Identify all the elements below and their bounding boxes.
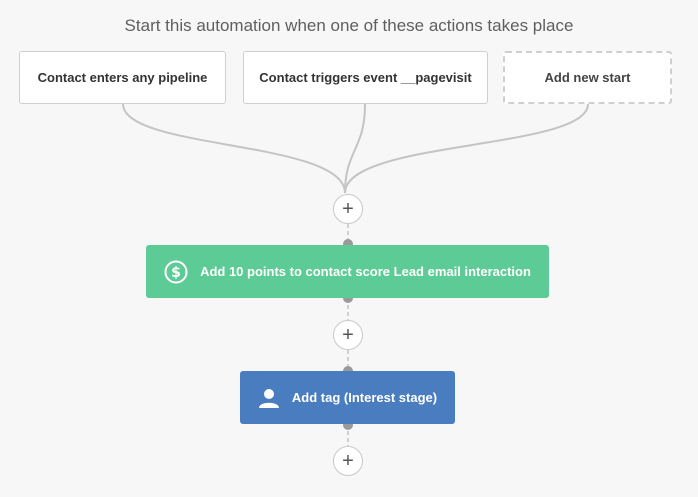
connector-curve-left xyxy=(122,103,346,194)
plus-icon: + xyxy=(342,323,354,346)
add-new-start-button[interactable]: Add new start xyxy=(503,51,672,104)
add-step-button[interactable]: + xyxy=(333,320,363,350)
add-step-button[interactable]: + xyxy=(333,194,363,224)
start-trigger-pipeline[interactable]: Contact enters any pipeline xyxy=(19,51,226,104)
add-step-button[interactable]: + xyxy=(333,446,363,476)
svg-text:$: $ xyxy=(171,265,181,281)
start-trigger-event[interactable]: Contact triggers event __pagevisit xyxy=(243,51,488,104)
plus-icon: + xyxy=(342,197,354,220)
person-icon xyxy=(258,387,280,409)
connector-curve-right xyxy=(344,103,589,194)
plus-icon: + xyxy=(342,449,354,472)
action-add-points[interactable]: $ Add 10 points to contact score Lead em… xyxy=(146,245,549,298)
action-label: Add tag (Interest stage) xyxy=(291,390,438,405)
dollar-circle-icon: $ xyxy=(164,260,188,284)
connector-curve-middle xyxy=(344,103,366,194)
page-title: Start this automation when one of these … xyxy=(124,16,574,35)
action-add-tag[interactable]: Add tag (Interest stage) xyxy=(240,371,455,424)
action-label: Add 10 points to contact score Lead emai… xyxy=(200,264,531,279)
